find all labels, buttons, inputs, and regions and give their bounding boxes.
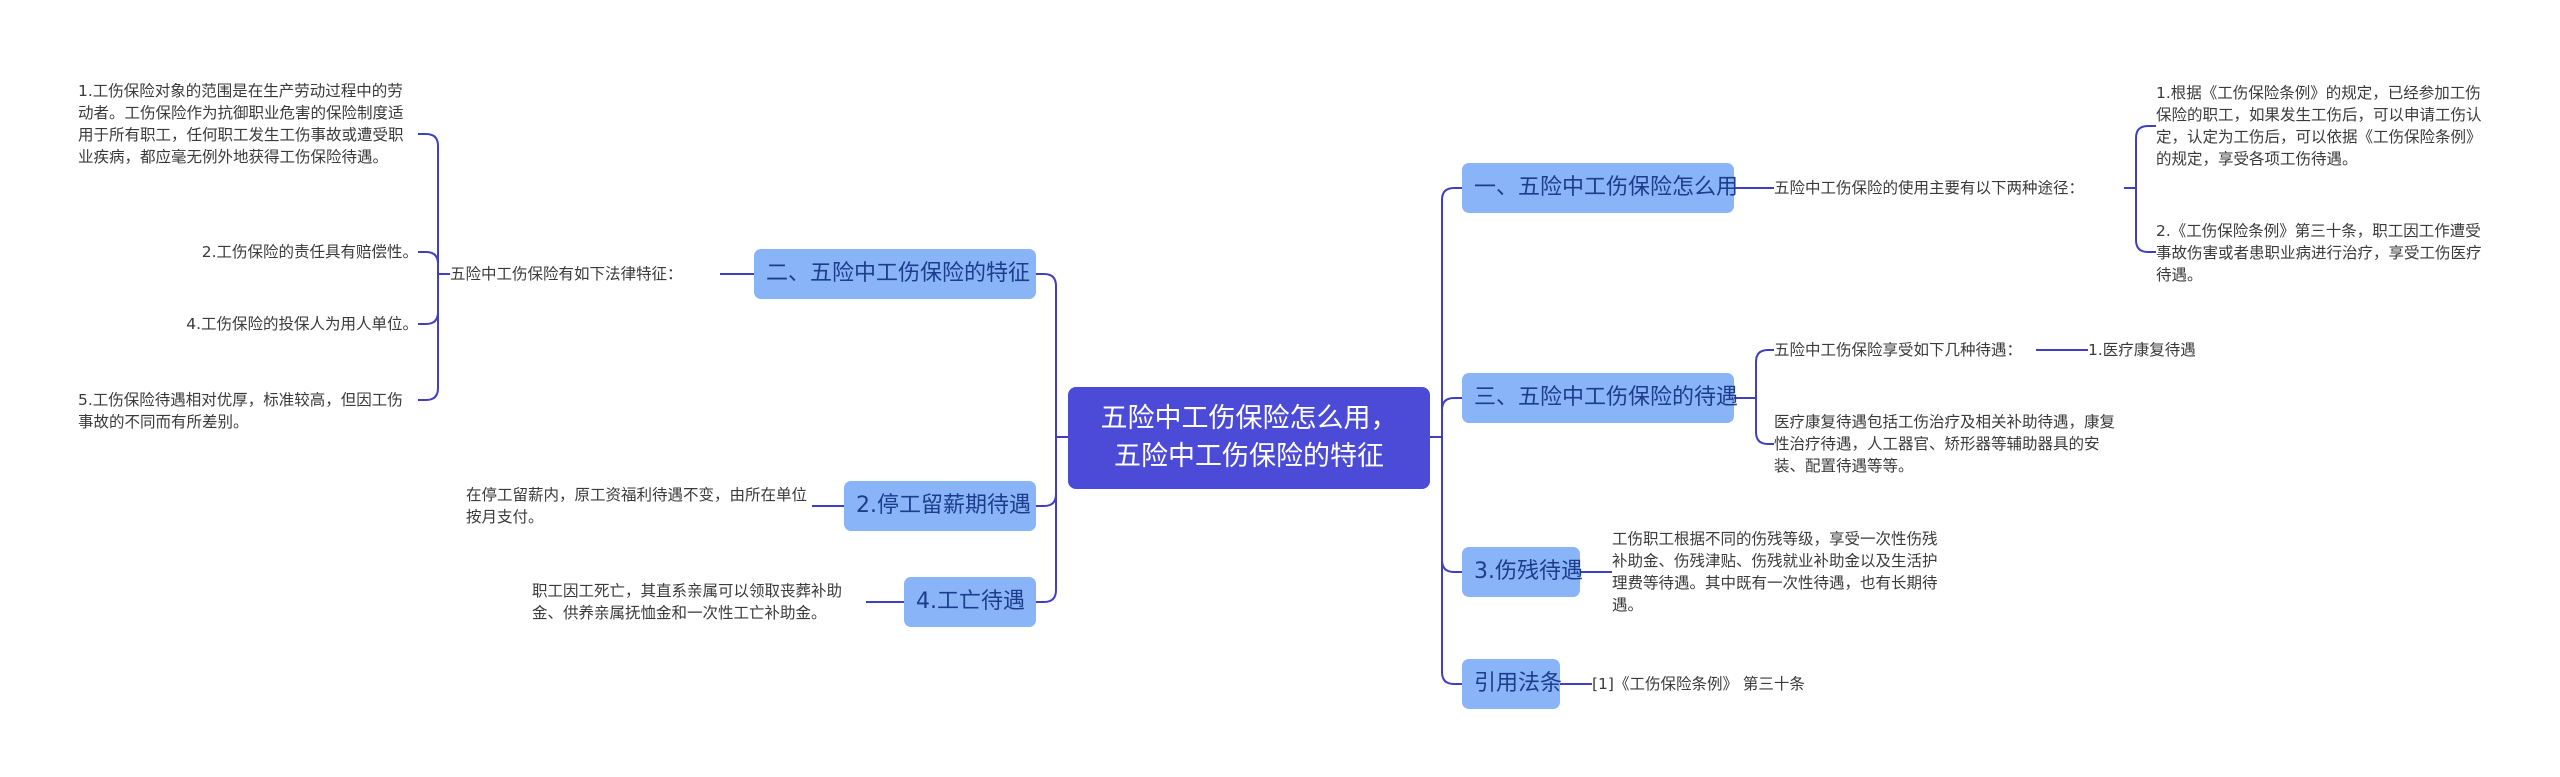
death-text: 职工因工死亡，其直系亲属可以领取丧葬补助金、供养亲属抚恤金和一次性工亡补助金。	[532, 582, 843, 622]
branch-benefits[interactable]: 三、五险中工伤保险的待遇	[1462, 373, 1738, 423]
branch-usage[interactable]: 一、五险中工伤保险怎么用	[1462, 163, 1738, 213]
law-text: [1]《工伤保险条例》 第三十条	[1592, 675, 1805, 693]
root-line-1: 五险中工伤保险怎么用，	[1100, 403, 1398, 434]
branch-death[interactable]: 4.工亡待遇	[904, 577, 1036, 627]
benefits-detail: 医疗康复待遇包括工伤治疗及相关补助待遇，康复性治疗待遇，人工器官、矫形器等辅助器…	[1774, 413, 2116, 475]
usage-item-1: 1.根据《工伤保险条例》的规定，已经参加工伤保险的职工，如果发生工伤后，可以申请…	[2156, 84, 2482, 168]
features-item-2: 2.工伤保险的责任具有赔偿性。	[201, 243, 418, 261]
branch-law[interactable]: 引用法条	[1462, 659, 1562, 709]
branch-features[interactable]: 二、五险中工伤保险的特征	[754, 249, 1036, 299]
branch-suspension[interactable]: 2.停工留薪期待遇	[844, 481, 1036, 531]
root-topic[interactable]: 五险中工伤保险怎么用， 五险中工伤保险的特征	[1068, 387, 1430, 489]
usage-summary: 五险中工伤保险的使用主要有以下两种途径：	[1774, 179, 2085, 197]
features-summary: 五险中工伤保险有如下法律特征：	[450, 265, 683, 283]
features-item-1: 1.工伤保险对象的范围是在生产劳动过程中的劳动者。工伤保险作为抗御职业危害的保险…	[78, 82, 404, 166]
suspension-text: 在停工留薪内，原工资福利待遇不变，由所在单位按月支付。	[466, 486, 808, 526]
usage-item-2: 2.《工伤保险条例》第三十条，职工因工作遭受事故伤害或者患职业病进行治疗，享受工…	[2156, 222, 2482, 284]
root-line-2: 五险中工伤保险的特征	[1114, 441, 1384, 472]
benefits-summary: 五险中工伤保险享受如下几种待遇：	[1774, 341, 2023, 359]
features-item-4: 5.工伤保险待遇相对优厚，标准较高，但因工伤事故的不同而有所差别。	[78, 391, 403, 431]
branch-disability[interactable]: 3.伤残待遇	[1462, 547, 1583, 597]
features-item-3: 4.工伤保险的投保人为用人单位。	[186, 315, 418, 333]
benefits-medical: 1.医疗康复待遇	[2088, 341, 2196, 359]
disability-text: 工伤职工根据不同的伤残等级，享受一次性伤残补助金、伤残津贴、伤残就业补助金以及生…	[1612, 530, 1938, 614]
